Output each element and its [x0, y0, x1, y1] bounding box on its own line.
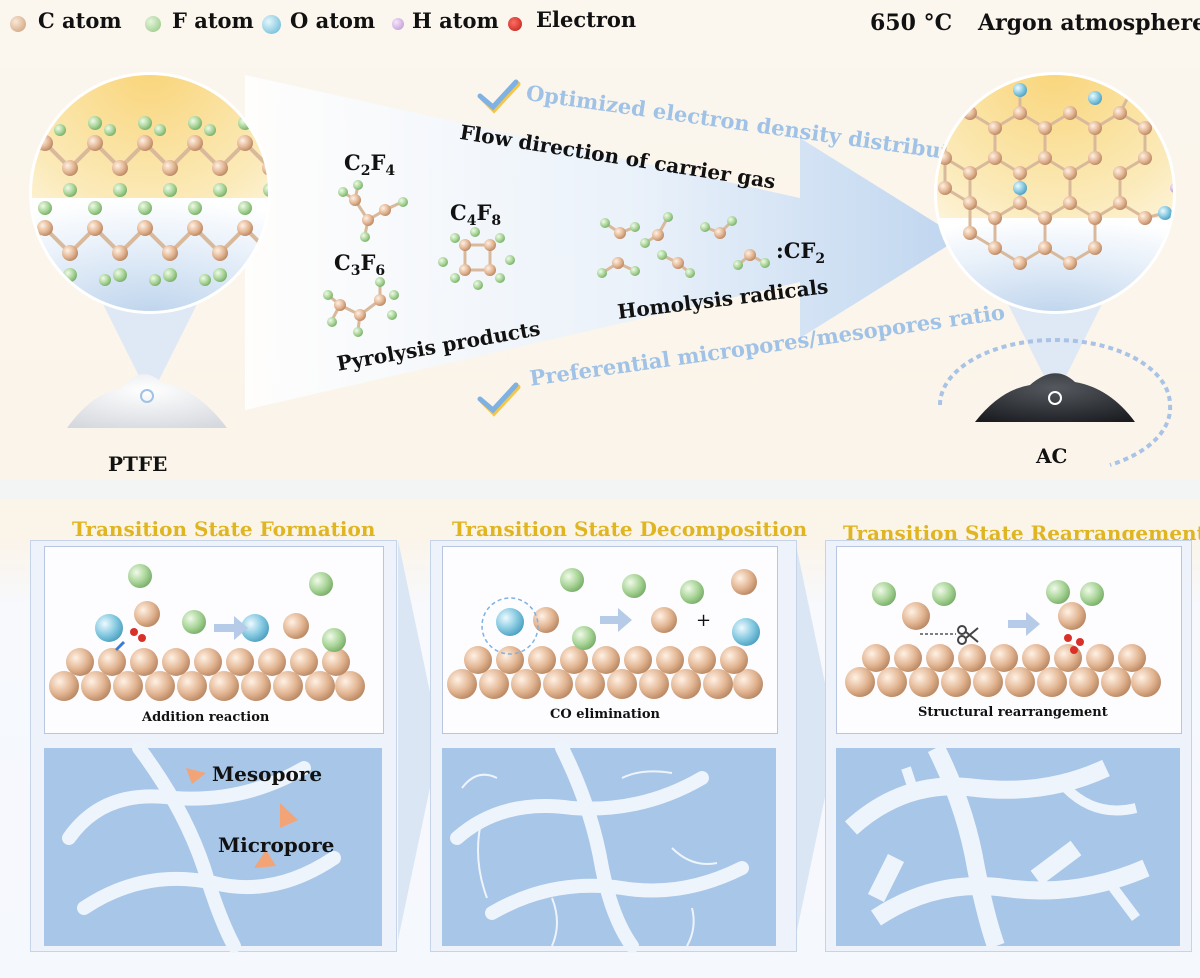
stage-arrows: [398, 540, 837, 940]
ac-carbon-pile: [975, 373, 1135, 422]
ac-structure-circle: [934, 72, 1176, 398]
stage1-reaction-art: [49, 564, 365, 701]
stage2-reaction-art: [447, 568, 763, 699]
stage3-caption: Structural rearrangement: [918, 705, 1108, 720]
stage2-title: Transition State Decomposition: [452, 517, 808, 541]
stage2-pore-art: [450, 741, 749, 953]
formula-cf2: :CF2: [776, 238, 826, 268]
stage3-pore-art: [844, 743, 1150, 950]
stage3-reaction-art: [845, 580, 1161, 697]
ptfe-label: PTFE: [108, 452, 168, 476]
legend-o-atom: O atom: [290, 8, 376, 33]
plus-sign: +: [696, 610, 712, 631]
legend-h-atom: H atom: [412, 8, 499, 33]
stage1-title: Transition State Formation: [72, 517, 376, 541]
c-atom-swatch: [10, 16, 26, 32]
h-atom-swatch: [392, 18, 404, 30]
ac-dashed-ring: [938, 338, 1173, 467]
atmosphere-label: Argon atmosphere: [978, 10, 1200, 36]
stage1-caption: Addition reaction: [142, 710, 270, 725]
f-atom-swatch: [145, 16, 161, 32]
molecules-pyrolysis: [323, 180, 515, 337]
ptfe-structure-circle: [29, 72, 271, 398]
stage1-pore-art: [62, 741, 341, 953]
formula-c2f4: C2F4: [344, 150, 396, 180]
legend-electron: Electron: [536, 7, 637, 32]
mesopore-label: Mesopore: [212, 762, 323, 786]
electron-swatch: [508, 17, 522, 31]
flow-arrow: [245, 75, 960, 410]
formula-c4f8: C4F8: [450, 200, 502, 230]
legend-f-atom: F atom: [172, 8, 254, 33]
legend-c-atom: C atom: [38, 8, 122, 33]
stage2-caption: CO elimination: [550, 707, 660, 722]
stage2-reaction-box: [442, 546, 778, 734]
stage3-reaction-box: [836, 546, 1182, 734]
o-atom-swatch: [262, 15, 281, 34]
temperature-label: 650 °C: [870, 10, 953, 36]
micropore-label: Micropore: [218, 833, 335, 857]
molecules-radicals: [597, 212, 770, 278]
check-icon-bottom: [477, 382, 521, 417]
ptfe-powder-pile: [67, 374, 227, 428]
formula-c3f6: C3F6: [334, 250, 386, 280]
ac-label: AC: [1036, 444, 1068, 468]
check-icon-top: [477, 79, 521, 114]
